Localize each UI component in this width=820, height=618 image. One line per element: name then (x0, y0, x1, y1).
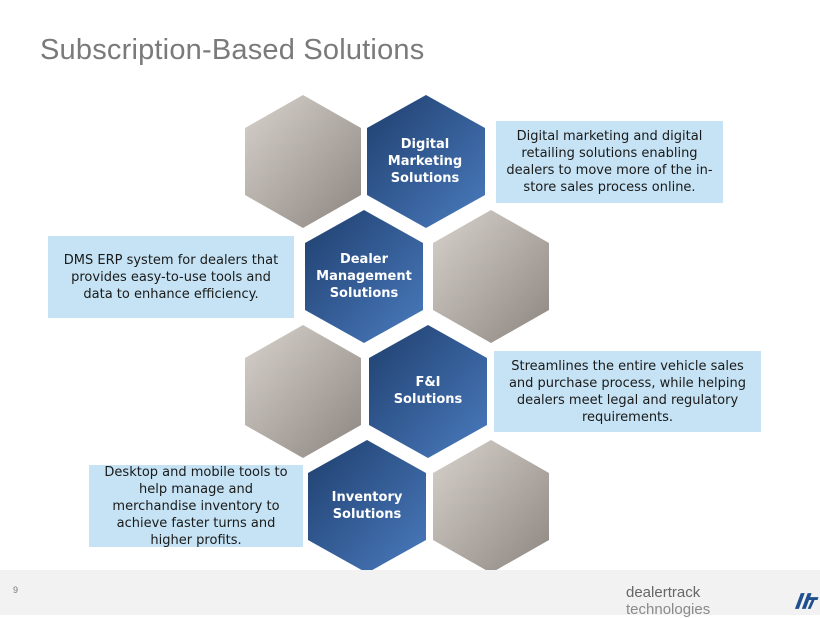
logo-word-dealertrack: dealertrack (626, 584, 701, 601)
footer-band (0, 570, 820, 615)
hex-label-fi: F&I Solutions (373, 374, 483, 408)
hex-label-inventory: Inventory Solutions (312, 489, 422, 523)
hex-label-line: Solutions (393, 392, 463, 407)
logo-word-technologies: technologies (626, 601, 711, 618)
hex-label-line: F&I (415, 375, 441, 390)
slide-title: Subscription-Based Solutions (40, 34, 425, 66)
hex-label-line: Dealer (339, 252, 389, 267)
callout-dealer-management: DMS ERP system for dealers that provides… (48, 236, 294, 318)
gray-hex-3 (245, 325, 361, 458)
hex-label-line: Solutions (332, 507, 402, 522)
hex-dealer-management[interactable] (305, 210, 423, 343)
logo-wordmark: dealertrack technologies (626, 584, 786, 618)
hex-label-line: Digital (400, 137, 450, 152)
gray-hex-1 (245, 95, 361, 228)
hex-label-line: Marketing (387, 154, 463, 169)
page-number: 9 (13, 585, 19, 595)
hex-label-digital: Digital Marketing Solutions (370, 136, 480, 187)
hex-label-line: Management (316, 269, 412, 284)
hex-label-line: Inventory (331, 490, 403, 505)
gray-hex-4 (433, 440, 549, 573)
callout-inventory: Desktop and mobile tools to help manage … (89, 465, 303, 548)
hex-label-dealer: Dealer Management Solutions (309, 251, 419, 302)
hex-fi[interactable] (369, 325, 487, 458)
hex-label-line: Solutions (329, 286, 399, 301)
hex-inventory[interactable] (308, 440, 426, 573)
callout-fi: Streamlines the entire vehicle sales and… (494, 351, 761, 432)
hex-digital-marketing[interactable] (367, 95, 485, 228)
hex-label-line: Solutions (390, 171, 460, 186)
dealertrack-logo: dealertrack technologies (626, 584, 820, 618)
dt-logo-icon (794, 593, 819, 609)
gray-hex-2 (433, 210, 549, 343)
callout-digital-marketing: Digital marketing and digital retailing … (496, 121, 723, 203)
